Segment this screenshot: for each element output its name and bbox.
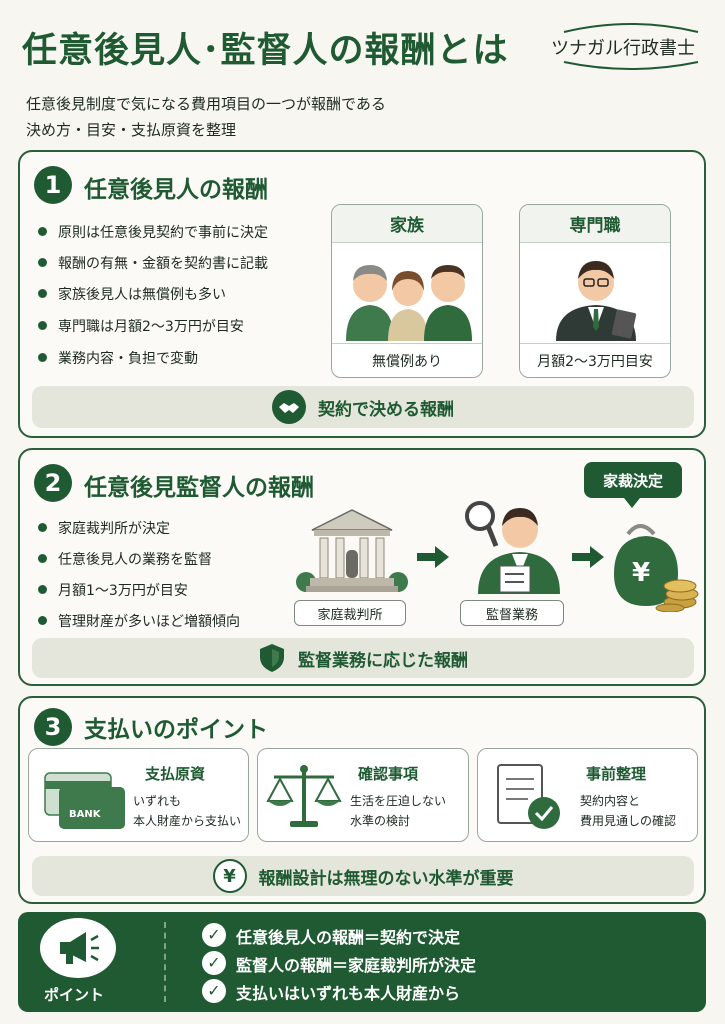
professional-card-title: 専門職 (520, 205, 670, 243)
section-2-title: 任意後見監督人の報酬 (84, 475, 314, 501)
yen-circle-icon: ¥ (212, 859, 247, 893)
section-1-band: 契約で決める報酬 (32, 386, 694, 428)
brand-name: ツナガル行政書士 (551, 38, 695, 59)
professional-person-icon (556, 261, 637, 341)
advance-prep-line-1: 契約内容と (580, 794, 641, 808)
list-item: 月額1～3万円が目安 (36, 580, 188, 600)
document-check-icon (497, 764, 560, 829)
summary-divider (164, 922, 166, 1002)
section-2-band-text: 監督業務に応じた報酬 (298, 650, 468, 671)
shield-icon (260, 644, 284, 672)
section-3-panel: 3 支払いのポイント BANK 支払原資 いずれも 本人財産から支払い 確認事項… (18, 696, 706, 904)
payment-source-line-2: 本人財産から支払い (133, 814, 242, 828)
arrow-right-icon (417, 546, 449, 568)
section-3-number: 3 (34, 708, 72, 746)
list-item: 任意後見人の業務を監督 (36, 549, 212, 569)
megaphone-circle (40, 918, 116, 978)
check-items-line-2: 水準の検討 (350, 814, 411, 828)
list-item: 原則は任意後見契約で事前に決定 (36, 222, 268, 242)
professional-card-note: 月額2～3万円目安 (520, 343, 670, 377)
section-2-panel: 2 任意後見監督人の報酬 家庭裁判所が決定 任意後見人の業務を監督 月額1～3万… (18, 448, 706, 686)
section-2-band: 監督業務に応じた報酬 (32, 638, 694, 678)
check-items-card: 確認事項 生活を圧迫しない 水準の検討 (257, 748, 469, 842)
check-items-line-1: 生活を圧迫しない (350, 794, 447, 808)
check-items-title: 確認事項 (358, 765, 419, 783)
courthouse-icon (296, 509, 408, 592)
summary-point: 任意後見人の報酬＝契約で決定 (202, 923, 460, 948)
summary-panel: ポイント 任意後見人の報酬＝契約で決定 監督人の報酬＝家庭裁判所が決定 支払いは… (18, 912, 706, 1012)
intro-line-1: 任意後見制度で気になる費用項目の一つが報酬である (26, 95, 386, 113)
advance-prep-line-2: 費用見通しの確認 (580, 814, 677, 828)
court-decision-bubble: 家裁決定 (584, 462, 682, 498)
family-card-note: 無償例あり (332, 343, 482, 377)
flow-court-label: 家庭裁判所 (294, 600, 406, 626)
summary-label: ポイント (44, 986, 105, 1004)
advance-prep-title: 事前整理 (586, 765, 647, 783)
list-item: 家庭裁判所が決定 (36, 518, 170, 538)
brand-logo-arc (563, 23, 699, 70)
payment-source-card: BANK 支払原資 いずれも 本人財産から支払い (28, 748, 249, 842)
list-item: 専門職は月額2～3万円が目安 (36, 316, 244, 336)
section-3-band: ¥ 報酬設計は無理のない水準が重要 (32, 856, 694, 896)
list-item: 管理財産が多いほど増額傾向 (36, 611, 240, 631)
advance-prep-card: 事前整理 契約内容と 費用見通しの確認 (477, 748, 698, 842)
arrow-right-icon (572, 546, 604, 568)
family-card-title: 家族 (332, 205, 482, 243)
flow-supervision-label: 監督業務 (460, 600, 564, 626)
section-3-band-text: 報酬設計は無理のない水準が重要 (258, 868, 514, 889)
professional-card: 専門職 月額2～3万円目安 (519, 204, 671, 378)
list-item: 業務内容・負担で変動 (36, 348, 198, 368)
intro-line-2: 決め方・目安・支払原資を整理 (26, 121, 237, 139)
section-1-number: 1 (34, 166, 72, 204)
section-3-title: 支払いのポイント (84, 717, 268, 743)
yen-icon: ¥ (632, 558, 651, 588)
bank-label: BANK (69, 809, 101, 820)
summary-point: 監督人の報酬＝家庭裁判所が決定 (202, 951, 476, 976)
section-1-title: 任意後見人の報酬 (84, 177, 268, 203)
scale-icon (266, 765, 342, 827)
family-people-icon (346, 265, 472, 341)
bubble-tail (624, 498, 640, 508)
summary-point: 支払いはいずれも本人財産から (202, 979, 460, 1004)
payment-source-line-1: いずれも (133, 794, 182, 808)
coin-purse-icon (614, 524, 699, 612)
bank-card-icon (44, 772, 125, 829)
supervisor-person-icon (465, 501, 560, 594)
megaphone-icon (60, 932, 99, 964)
section-1-band-text: 契約で決める報酬 (318, 399, 454, 420)
section-2-number: 2 (34, 464, 72, 502)
payment-source-title: 支払原資 (145, 765, 206, 783)
list-item: 報酬の有無・金額を契約書に記載 (36, 253, 268, 273)
page-title: 任意後見人･監督人の報酬とは (22, 31, 509, 71)
handshake-icon (272, 390, 306, 424)
family-card: 家族 無償例あり (331, 204, 483, 378)
section-1-panel: 1 任意後見人の報酬 原則は任意後見契約で事前に決定 報酬の有無・金額を契約書に… (18, 150, 706, 438)
list-item: 家族後見人は無償例も多い (36, 284, 226, 304)
